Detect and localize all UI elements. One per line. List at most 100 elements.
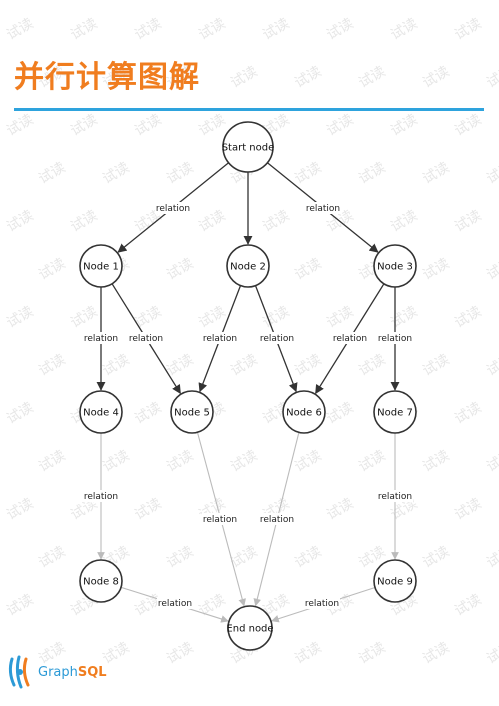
logo-suffix: SQL (77, 664, 107, 680)
node-n9-label: Node 9 (377, 577, 413, 588)
watermark-text: 试读 (228, 351, 261, 380)
node-n3-circle (373, 244, 417, 288)
edge-layer: relation relation relation relation relation… (83, 162, 413, 623)
watermark-text: 试读 (452, 591, 485, 620)
watermark-text: 试读 (292, 159, 325, 188)
watermark-text: 试读 (356, 159, 389, 188)
watermark-text: 试读 (420, 63, 453, 92)
watermark-text: 试读 (452, 207, 485, 236)
watermark-text: 试读 (356, 63, 389, 92)
watermark-text: 试读 (388, 111, 421, 140)
watermark-text: 试读 (292, 63, 325, 92)
watermark-text: 试读 (196, 591, 229, 620)
node-start-circle (222, 121, 274, 173)
watermark-text: 试读 (292, 447, 325, 476)
watermark-text: 试读 (36, 447, 69, 476)
watermark-text: 试读 (324, 15, 357, 44)
node-n1-circle (79, 244, 123, 288)
watermark-text: 试读 (484, 351, 499, 380)
node-n6: Node 6 (282, 390, 326, 434)
watermark-text: 试读 (420, 543, 453, 572)
watermark-text: 试读 (164, 543, 197, 572)
watermark-text: 试读 (484, 159, 499, 188)
watermark-text: 试读 (356, 447, 389, 476)
watermark-text: 试读 (324, 303, 357, 332)
watermark-text: 试读 (356, 639, 389, 668)
watermark-text: 试读 (4, 111, 37, 140)
watermark-text: 试读 (196, 111, 229, 140)
node-n7: Node 7 (373, 390, 417, 434)
node-n9: Node 9 (373, 559, 417, 603)
node-n3: Node 3 (373, 244, 417, 288)
edge-label-n8-end: relation (158, 599, 192, 609)
watermark-text: 试读 (452, 399, 485, 428)
node-end: End node (226, 605, 274, 651)
node-n8-circle (79, 559, 123, 603)
edge-label-n2-n6: relation (260, 334, 294, 344)
watermark-text: 试读 (228, 543, 261, 572)
watermark-text: 试读 (420, 159, 453, 188)
watermark-text: 试读 (4, 495, 37, 524)
edge-label-start-n1: relation (156, 204, 190, 214)
watermark-text: 试读 (164, 255, 197, 284)
node-start-label: Start node (222, 143, 275, 154)
node-n5-label: Node 5 (174, 408, 210, 419)
watermark-text: 试读 (388, 15, 421, 44)
watermark-text: 试读 (4, 15, 37, 44)
graphsql-logo-text: GraphSQL (38, 665, 107, 680)
edge-label-n3-n6: relation (333, 334, 367, 344)
node-n5-circle (170, 390, 214, 434)
edge-label-background (377, 332, 413, 344)
watermark-text: 试读 (420, 255, 453, 284)
edge-label-n5-end: relation (203, 515, 237, 525)
watermark-text: 试读 (452, 495, 485, 524)
watermark-text: 试读 (196, 207, 229, 236)
watermark-text: 试读 (484, 543, 499, 572)
node-n7-circle (373, 390, 417, 434)
watermark-text: 试读 (420, 351, 453, 380)
watermark-text: 试读 (196, 303, 229, 332)
graphsql-logo: GraphSQL (6, 655, 107, 689)
watermark-text: 试读 (452, 111, 485, 140)
watermark-text: 试读 (452, 303, 485, 332)
edge-label-background (202, 332, 238, 344)
watermark-text: 试读 (68, 303, 101, 332)
watermark-text: 试读 (324, 399, 357, 428)
watermark-text: 试读 (132, 303, 165, 332)
edge-label-background (128, 332, 164, 344)
edge-label-n4-n8: relation (84, 492, 118, 502)
watermark-text: 试读 (100, 447, 133, 476)
node-n7-label: Node 7 (377, 408, 413, 419)
node-n1-label: Node 1 (83, 262, 119, 273)
node-start: Start node (222, 121, 275, 173)
watermark-text: 试读 (260, 15, 293, 44)
watermark-text: 试读 (100, 351, 133, 380)
watermark-text: 试读 (196, 15, 229, 44)
watermark-text: 试读 (452, 15, 485, 44)
edge-label-background (83, 490, 119, 502)
watermark-text: 试读 (292, 351, 325, 380)
watermark-layer: 试读试读试读试读试读试读试读试读试读试读试读试读试读试读试读试读试读试读试读试读… (4, 15, 499, 668)
node-n9-circle (373, 559, 417, 603)
watermark-text: 试读 (324, 111, 357, 140)
watermark-text: 试读 (388, 207, 421, 236)
node-n6-circle (282, 390, 326, 434)
node-n4-circle (79, 390, 123, 434)
watermark-text: 试读 (484, 639, 499, 668)
watermark-text: 试读 (36, 351, 69, 380)
edge-label-n6-end: relation (260, 515, 294, 525)
watermark-text: 试读 (132, 495, 165, 524)
node-n2-label: Node 2 (230, 262, 266, 273)
watermark-text: 试读 (4, 591, 37, 620)
watermark-text: 试读 (68, 207, 101, 236)
graphsql-logo-icon (8, 655, 30, 689)
watermark-text: 试读 (228, 63, 261, 92)
watermark-text: 试读 (36, 543, 69, 572)
edge-label-background (155, 202, 191, 214)
watermark-text: 试读 (292, 639, 325, 668)
node-n5: Node 5 (170, 390, 214, 434)
node-end-label: End node (226, 624, 273, 635)
node-n6-label: Node 6 (286, 408, 322, 419)
watermark-text: 试读 (228, 447, 261, 476)
